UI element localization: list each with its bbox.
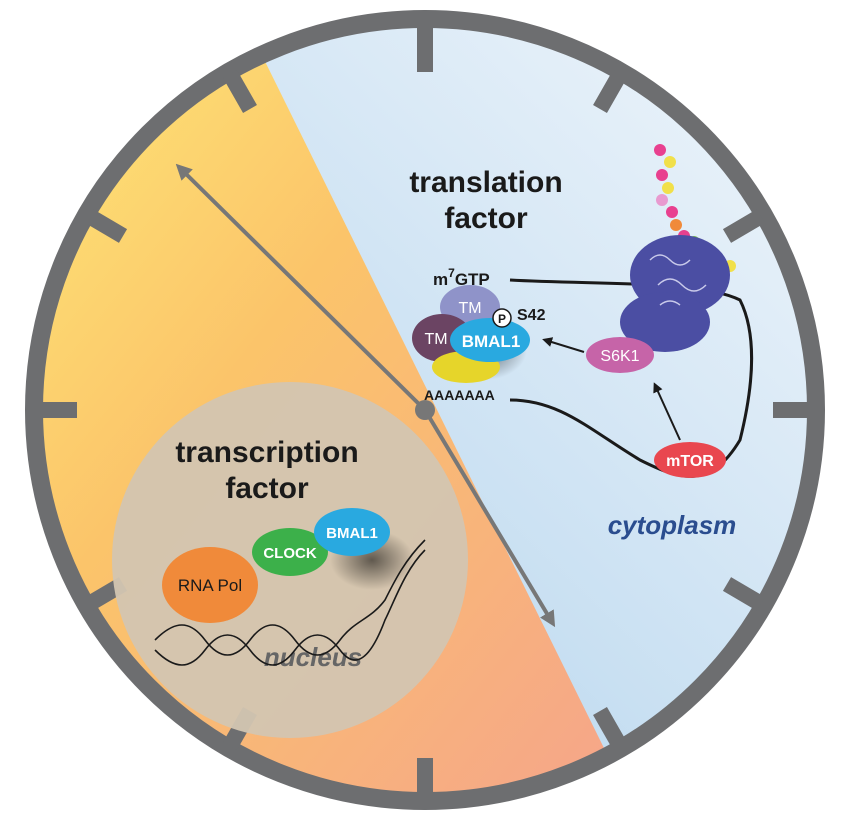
clock-rim (25, 10, 825, 810)
translation-heading-line1: translation (409, 166, 562, 199)
clock-hand-short (423, 408, 556, 628)
phosphate-icon (492, 308, 512, 328)
tm-top-label: TM (458, 300, 481, 317)
bmal1-cytoplasm-label: BMAL1 (462, 332, 521, 351)
cytoplasm-label: cytoplasm (608, 510, 737, 540)
rna-pol-protein (162, 547, 258, 623)
translation-heading-line2: factor (444, 202, 528, 235)
tm-left-label: TM (424, 331, 447, 348)
s6k1-protein (586, 337, 654, 373)
translation-complex (412, 285, 530, 383)
s6k1-to-bmal1-arrow (542, 337, 585, 353)
clock-protein (252, 528, 328, 576)
rna-pol-label: RNA Pol (178, 576, 242, 595)
clock-hand-long (175, 163, 427, 412)
dna-helix (154, 539, 426, 666)
mtor-label: mTOR (666, 453, 714, 470)
mtor-to-s6k1-arrow (653, 382, 681, 441)
clock-hand-pivot (415, 400, 435, 420)
bmal1-nucleus-label: BMAL1 (326, 525, 378, 542)
s6k1-label: S6K1 (600, 348, 639, 365)
transcription-heading-line1: transcription (175, 436, 358, 469)
bmal1-nucleus-protein (314, 508, 390, 556)
mtor-protein (654, 442, 726, 478)
polya-tail-label: AAAAAAA (424, 387, 495, 403)
ribosome (620, 235, 730, 352)
phosphate-label: P (498, 312, 506, 326)
cap-label: m7GTP (433, 266, 490, 289)
phospho-site-label: S42 (517, 307, 546, 324)
transcription-heading-line2: factor (225, 472, 309, 505)
bmal1-cytoplasm-protein (450, 318, 530, 362)
clock-protein-label: CLOCK (263, 545, 316, 562)
